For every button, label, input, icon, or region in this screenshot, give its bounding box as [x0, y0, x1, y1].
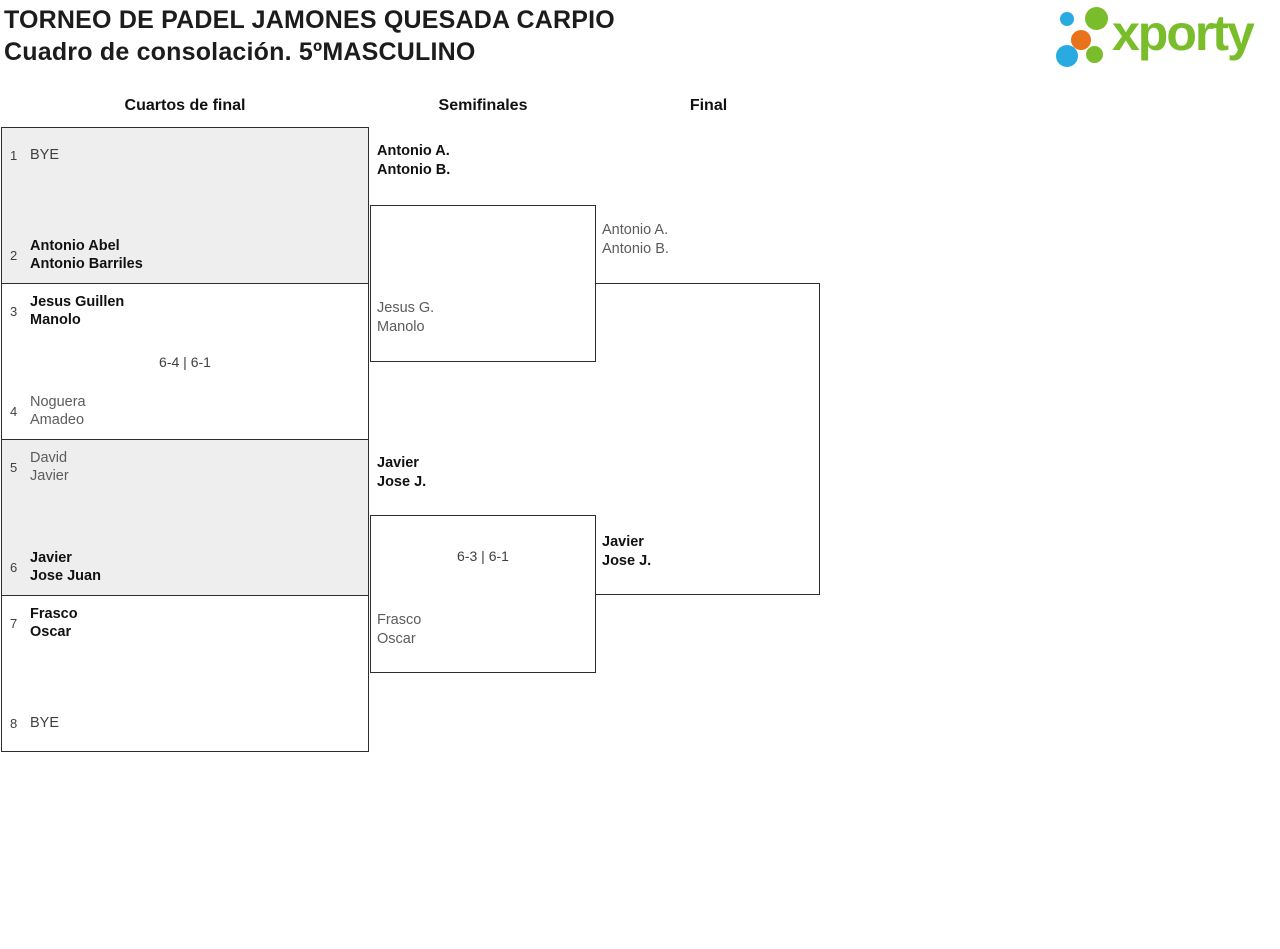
logo-dot-green-large-icon [1085, 7, 1108, 30]
team-name-line: Amadeo [30, 412, 85, 428]
team-name-line: Antonio A. [602, 222, 669, 238]
round-header-semifinales: Semifinales [438, 97, 528, 114]
team-name-line: Jose J. [377, 474, 427, 490]
team-name-line: Javier [30, 550, 72, 566]
team-names: Frasco Oscar [30, 605, 78, 641]
final-bottom-team: Javier Jose J. [602, 533, 651, 571]
final-top-team: Antonio A. Antonio B. [602, 221, 669, 259]
team-names: BYE [30, 714, 59, 732]
team-name-line: Jose Juan [30, 568, 101, 584]
seed-number: 5 [10, 459, 18, 475]
team-names: Antonio Abel Antonio Barriles [30, 237, 143, 273]
semifinal-2-top-team: Javier Jose J. [377, 454, 426, 492]
team-name-line: BYE [30, 715, 60, 731]
team-name-line: Jose J. [602, 553, 652, 569]
team-name-line: Antonio B. [602, 241, 669, 257]
page-header: TORNEO DE PADEL JAMONES QUESADA CARPIO C… [4, 4, 615, 68]
team-names: BYE [30, 146, 59, 164]
xporty-logo-text: xporty [1112, 5, 1255, 61]
seed-number: 7 [10, 615, 18, 631]
tournament-title: TORNEO DE PADEL JAMONES QUESADA CARPIO [4, 6, 615, 34]
team-name-line: Javier [602, 534, 644, 550]
team-name-line: Javier [377, 455, 419, 471]
team-name-line: BYE [30, 147, 60, 163]
team-name-line: David [30, 450, 68, 466]
semifinal-match-1-box [370, 205, 596, 362]
team-name-line: Noguera [30, 394, 86, 410]
team-name-line: Javier [30, 468, 69, 484]
match-score: 6-4 | 6-1 [159, 353, 211, 370]
seed-number: 2 [10, 247, 18, 263]
team-names: Noguera Amadeo [30, 393, 86, 429]
team-name-line: Frasco [377, 612, 422, 628]
bracket-subtitle: Cuadro de consolación. 5ºMASCULINO [4, 38, 476, 66]
team-name-line: Antonio Barriles [30, 256, 143, 272]
quarterfinal-match-3: 5 David Javier 6 Javier Jose Juan [1, 439, 369, 596]
seed-number: 8 [10, 715, 18, 731]
team-slot: 3 Jesus Guillen Manolo [2, 292, 368, 330]
round-header-cuartos-de-final: Cuartos de final [124, 97, 246, 114]
seed-number: 4 [10, 403, 18, 419]
team-name-line: Frasco [30, 606, 78, 622]
logo-dot-orange-icon [1071, 30, 1091, 50]
team-slot: 4 Noguera Amadeo [2, 392, 368, 430]
match-score: 6-3 | 6-1 [457, 548, 509, 564]
team-name-line: Jesus Guillen [30, 294, 125, 310]
round-header-final: Final [689, 97, 728, 114]
team-name-line: Antonio Abel [30, 238, 120, 254]
quarterfinal-match-1: 1 BYE 2 Antonio Abel Antonio Barriles [1, 127, 369, 284]
team-names: Javier Jose Juan [30, 549, 101, 585]
team-name-line: Oscar [377, 631, 416, 647]
seed-number: 3 [10, 303, 18, 319]
seed-number: 1 [10, 147, 18, 163]
team-slot: 5 David Javier [2, 448, 368, 486]
team-name-line: Oscar [30, 624, 72, 640]
team-names: David Javier [30, 449, 69, 485]
team-name-line: Manolo [30, 312, 81, 328]
team-names: Jesus Guillen Manolo [30, 293, 124, 329]
logo-dot-blue-large-icon [1056, 45, 1078, 67]
team-slot: 8 BYE [2, 704, 368, 742]
semifinal-1-top-team: Antonio A. Antonio B. [377, 142, 450, 180]
team-slot: 6 Javier Jose Juan [2, 548, 368, 586]
semifinal-2-bottom-team: Frasco Oscar [377, 611, 421, 649]
team-slot: 2 Antonio Abel Antonio Barriles [2, 236, 368, 274]
quarterfinal-match-4: 7 Frasco Oscar 8 BYE [1, 595, 369, 752]
xporty-logo[interactable]: xporty [1050, 0, 1280, 78]
semifinal-match-2-box [370, 515, 596, 673]
final-match-box [595, 283, 820, 595]
quarterfinal-match-2: 3 Jesus Guillen Manolo 6-4 | 6-1 4 Nogue… [1, 283, 369, 440]
team-slot: 7 Frasco Oscar [2, 604, 368, 642]
logo-dot-blue-small-icon [1060, 12, 1074, 26]
team-name-line: Manolo [377, 319, 425, 335]
semifinal-1-bottom-team: Jesus G. Manolo [377, 299, 434, 337]
team-name-line: Antonio B. [377, 162, 451, 178]
team-name-line: Jesus G. [377, 300, 435, 316]
logo-dot-green-small-icon [1086, 46, 1103, 63]
team-slot: 1 BYE [2, 136, 368, 174]
team-name-line: Antonio A. [377, 143, 450, 159]
seed-number: 6 [10, 559, 18, 575]
